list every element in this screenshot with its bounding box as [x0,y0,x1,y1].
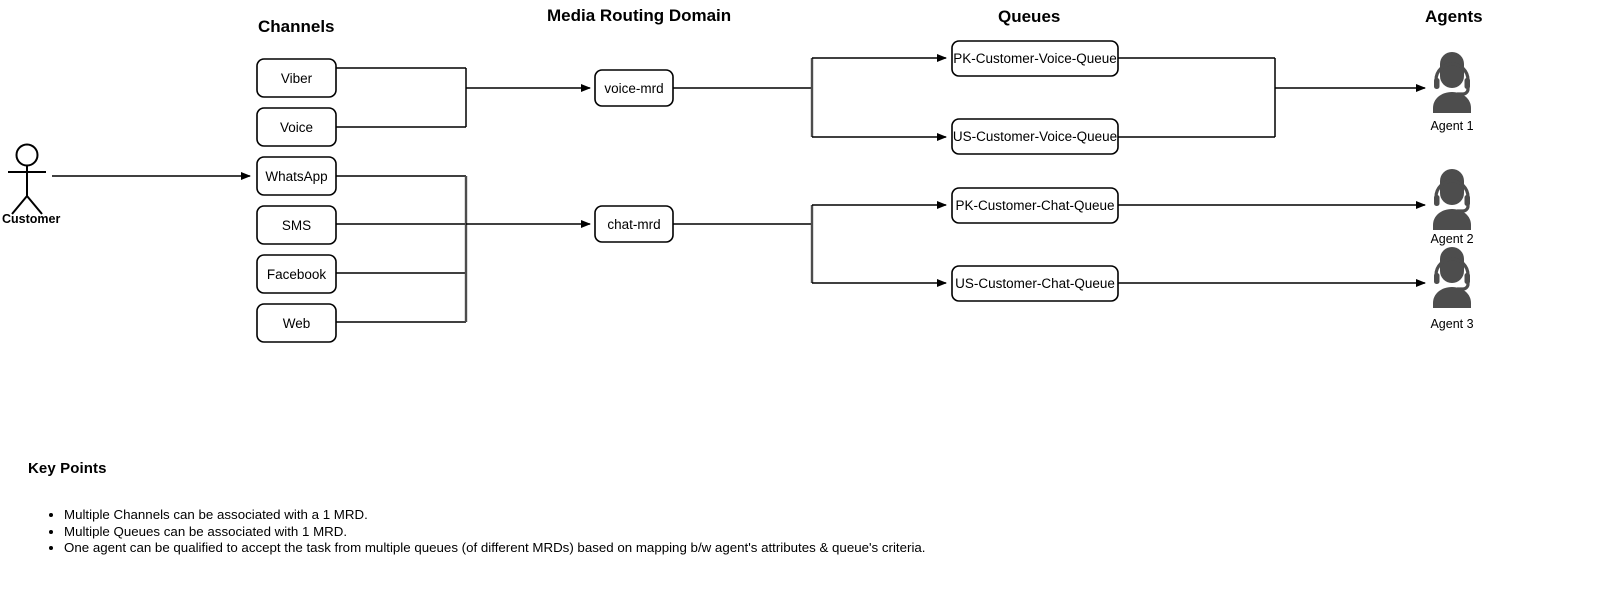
channel-node-facebook[interactable]: Facebook [256,254,337,294]
mrd-node-chat-mrd[interactable]: chat-mrd [594,205,674,243]
edge-chat-mrd-to-queues [673,201,947,287]
mrd-label-voice-mrd: voice-mrd [604,81,663,96]
queue-label-pk-voice: PK-Customer-Voice-Queue [953,51,1117,66]
queue-node-pk-customer-chat-queue[interactable]: PK-Customer-Chat-Queue [951,187,1119,224]
key-points-list: Multiple Channels can be associated with… [28,507,1328,557]
agent-headset-icon [1433,247,1471,308]
channel-label-facebook: Facebook [267,267,327,282]
channel-label-voice: Voice [280,120,313,135]
agent-label-agent-2: Agent 2 [1430,232,1473,246]
agent-headset-icon [1433,169,1471,230]
edge-voice-queues-to-agent-1 [1118,57,1426,138]
agent-node-agent-2[interactable]: Agent 2 [1430,169,1474,246]
edge-group-chat-channels [336,175,591,323]
header-media-routing-domain: Media Routing Domain [547,6,731,25]
agent-node-agent-3[interactable]: Agent 3 [1430,247,1474,331]
channel-node-voice[interactable]: Voice [256,107,337,147]
agent-label-agent-1: Agent 1 [1430,119,1473,133]
channel-label-whatsapp: WhatsApp [265,169,327,184]
channel-node-whatsapp[interactable]: WhatsApp [256,156,337,196]
header-agents: Agents [1425,7,1483,26]
mrd-label-chat-mrd: chat-mrd [607,217,660,232]
header-channels: Channels [258,17,335,36]
customer-label: Customer [2,212,60,226]
customer-actor: Customer [2,143,60,226]
agent-node-agent-1[interactable]: Agent 1 [1430,52,1474,133]
agent-label-agent-3: Agent 3 [1430,317,1473,331]
list-item: Multiple Channels can be associated with… [64,507,1328,524]
queue-label-pk-chat: PK-Customer-Chat-Queue [955,198,1114,213]
channel-node-web[interactable]: Web [256,303,337,343]
channel-node-sms[interactable]: SMS [256,205,337,245]
agent-headset-icon [1433,52,1471,113]
queue-node-us-customer-voice-queue[interactable]: US-Customer-Voice-Queue [951,118,1119,155]
queue-label-us-chat: US-Customer-Chat-Queue [955,276,1115,291]
stick-figure-person-icon [8,143,46,215]
edge-group-voice-channels [336,67,591,128]
header-queues: Queues [998,7,1060,26]
channel-label-viber: Viber [281,71,313,86]
channel-label-web: Web [283,316,311,331]
queue-node-pk-customer-voice-queue[interactable]: PK-Customer-Voice-Queue [951,40,1119,77]
queue-label-us-voice: US-Customer-Voice-Queue [953,129,1117,144]
list-item: Multiple Queues can be associated with 1… [64,524,1328,541]
channel-label-sms: SMS [282,218,311,233]
list-item: One agent can be qualified to accept the… [64,540,1328,557]
queue-node-us-customer-chat-queue[interactable]: US-Customer-Chat-Queue [951,265,1119,302]
mrd-node-voice-mrd[interactable]: voice-mrd [594,69,674,107]
key-points-section: Key Points Multiple Channels can be asso… [28,460,1328,557]
channel-node-viber[interactable]: Viber [256,58,337,98]
edge-voice-mrd-to-queues [673,54,947,141]
key-points-title: Key Points [28,460,107,477]
